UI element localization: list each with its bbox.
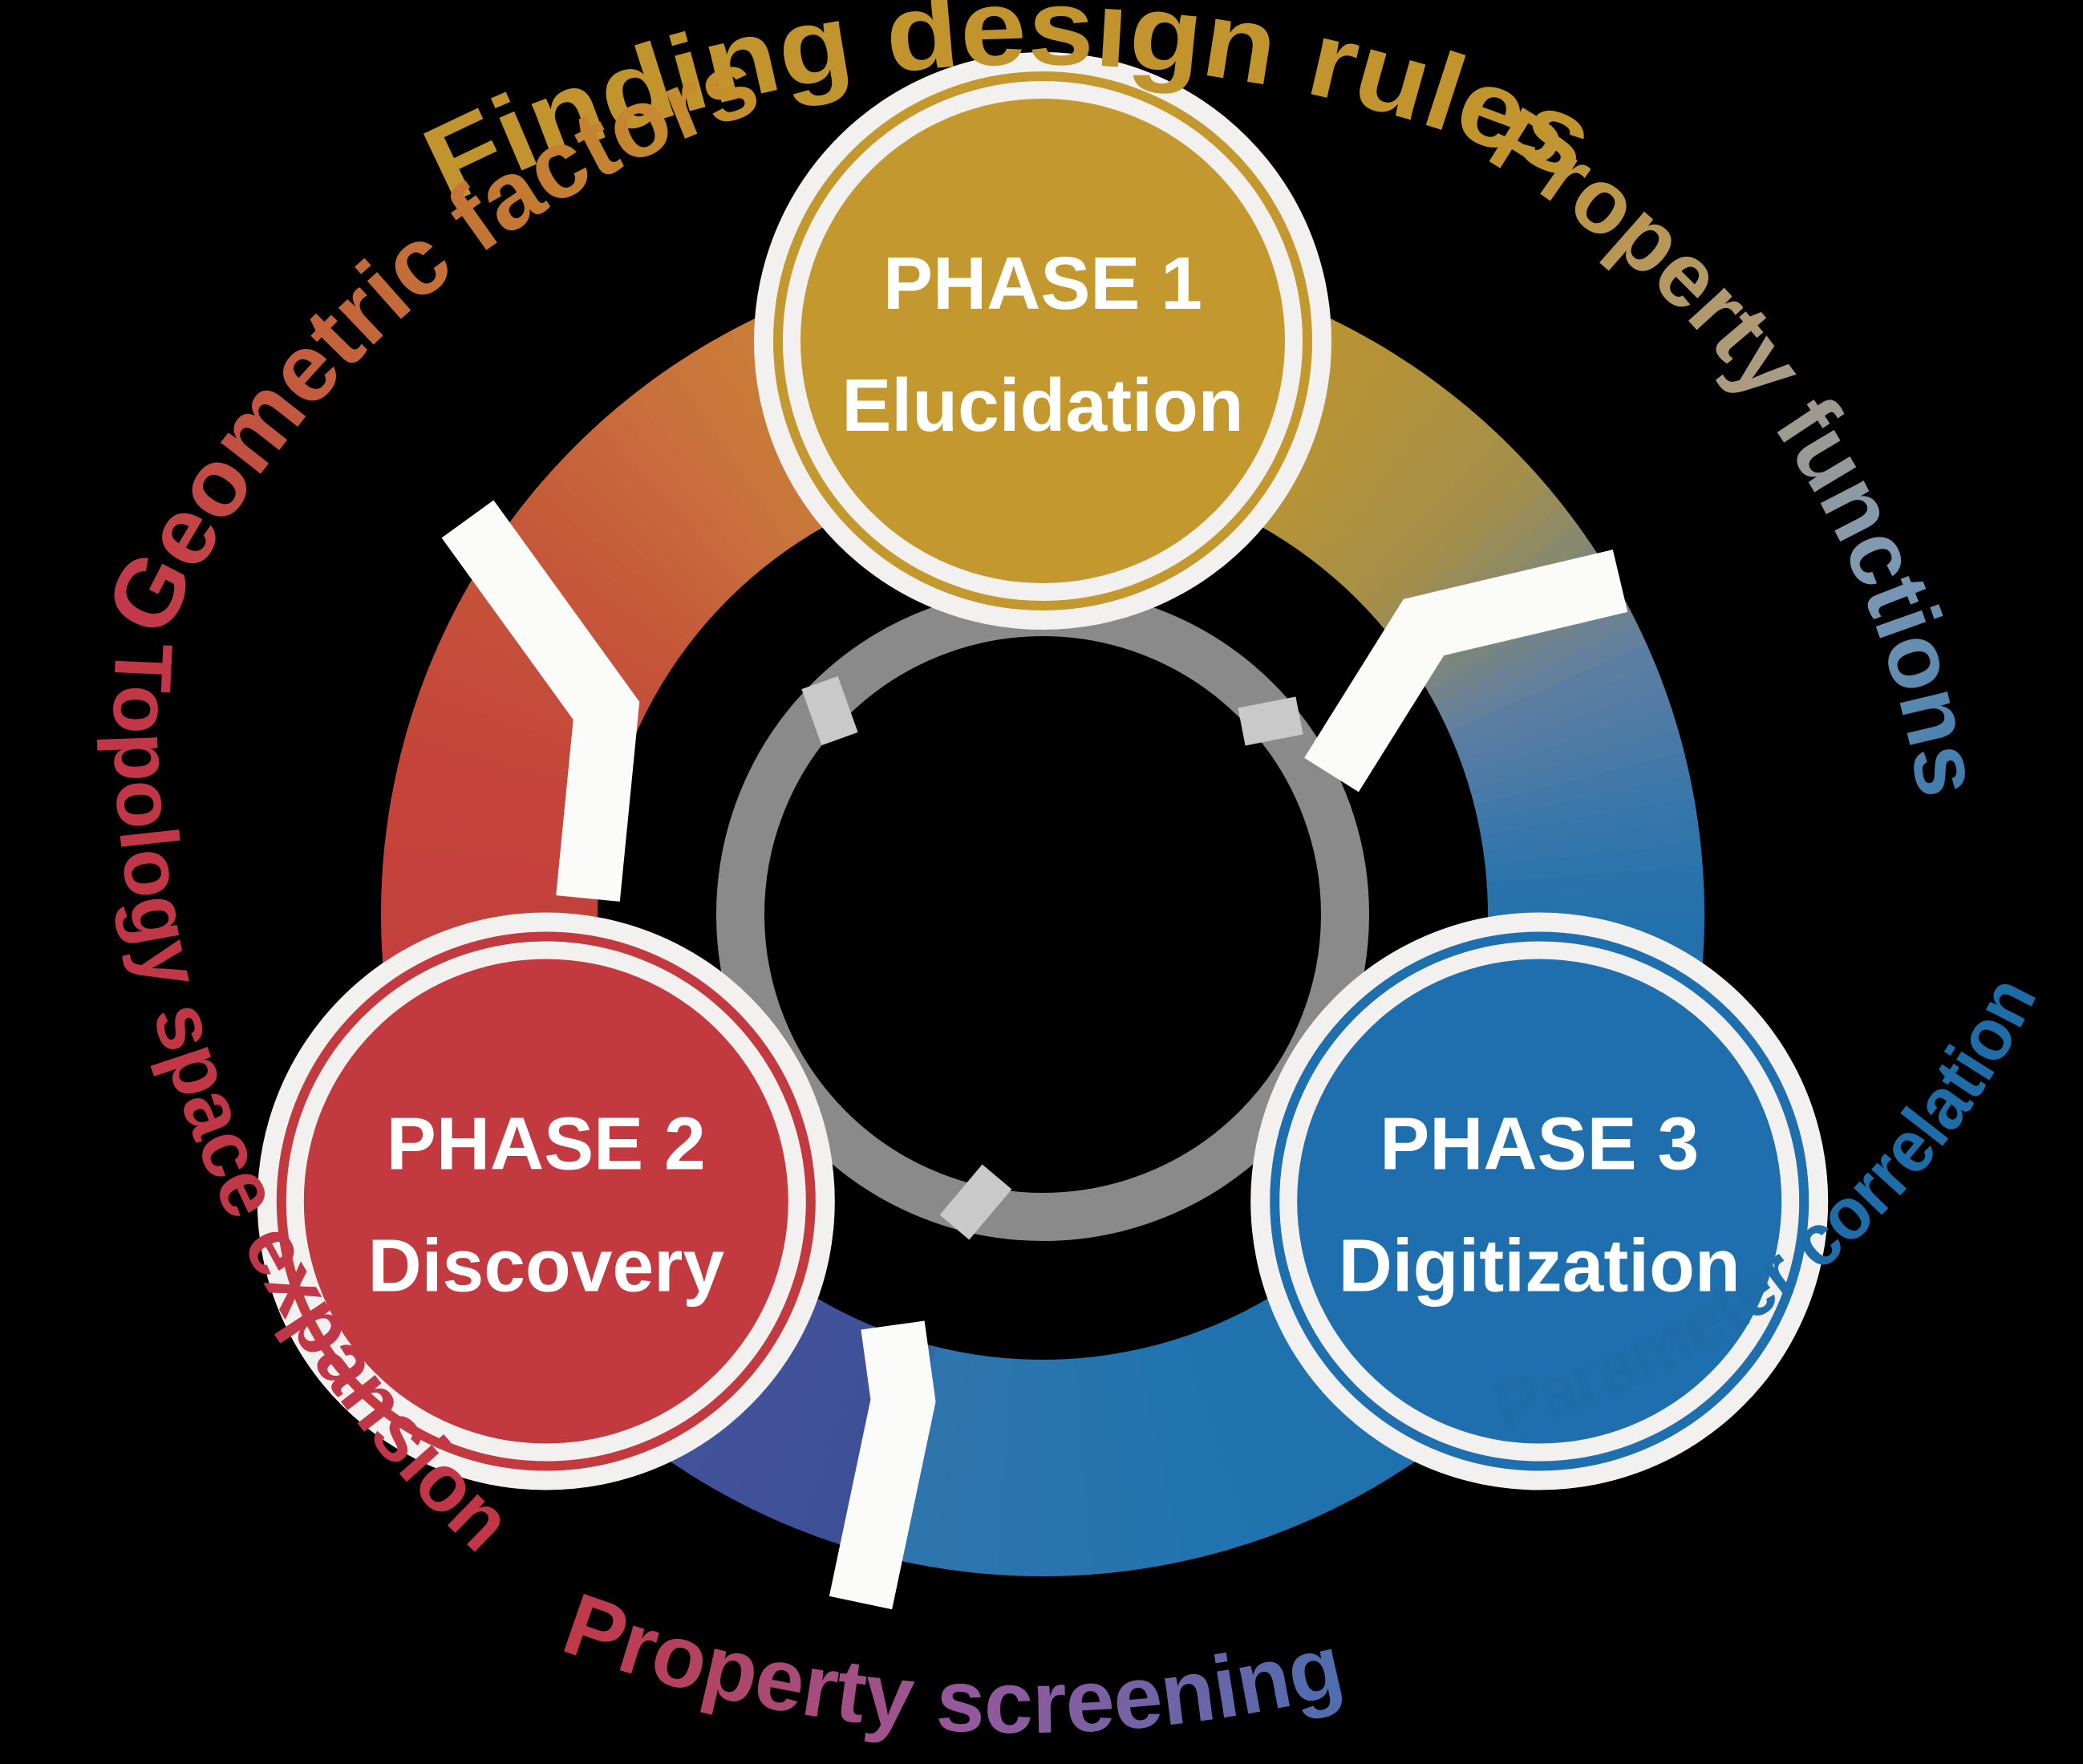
center-ring-tick [939,1164,1012,1240]
flow-arrow [829,1320,936,1610]
center-ring-tick [801,675,858,746]
flow-arrows [441,500,1628,1610]
phase-3-disc [1297,959,1782,1444]
phase-3-title: PHASE 3 [1380,1102,1699,1186]
phase-1-disc [800,99,1285,583]
phase-1-group: PHASE 1 Elucidation [754,52,1331,630]
flow-arrow [441,500,640,902]
flow-arrow [1304,549,1628,793]
phase-2-accent-ring [276,931,816,1471]
phase-3-group: PHASE 3 Digitization [1250,912,1829,1490]
phase-1-name: Elucidation [841,363,1243,447]
phase-2-disc [303,959,788,1444]
phase-3-accent-ring [1270,931,1809,1471]
phase-1-title: PHASE 1 [883,241,1202,325]
phase-3-name: Digitization [1339,1224,1741,1308]
phase-2-group: PHASE 2 Discovery [257,912,835,1490]
phase-2-name: Discovery [367,1224,724,1308]
phase-2-title: PHASE 2 [387,1102,706,1186]
center-ring-tick [1238,696,1303,746]
phase-1-accent-ring [773,71,1312,610]
